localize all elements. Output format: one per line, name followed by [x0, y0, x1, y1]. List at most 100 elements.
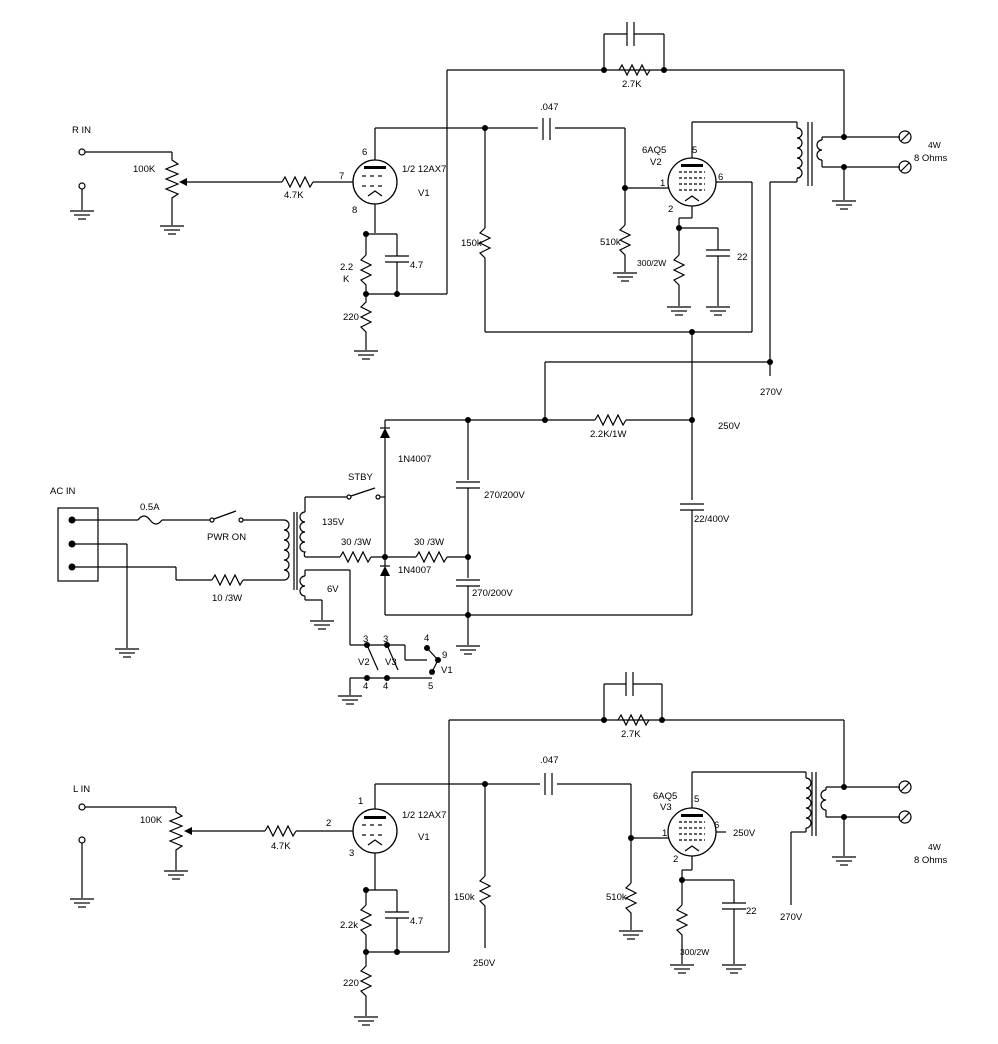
- l-pa-pin2-label: 2: [673, 854, 678, 865]
- ps-res-label: 2.2K/1W: [590, 429, 626, 440]
- h-p4c-label: 4: [383, 681, 388, 692]
- r-v1-triode: [352, 159, 398, 205]
- l-input-jack-gnd: [78, 836, 86, 844]
- ps-cap-big-label: 22/400V: [694, 514, 730, 525]
- ps-res-30b: [415, 550, 448, 564]
- l-cathode-cap-label: 4.7: [410, 916, 423, 927]
- v250-bottom-label: 250V: [473, 958, 496, 969]
- l-speaker-terminal-pos: [898, 780, 912, 794]
- h-p9-label: 9: [442, 650, 447, 661]
- r-input-jack-gnd: [78, 182, 86, 190]
- v270-top-label: 270V: [760, 387, 783, 398]
- r-speaker-terminal-pos: [898, 130, 912, 144]
- v270-bottom-label: 270V: [780, 912, 803, 923]
- l-v3-ref-label: V3: [660, 802, 672, 813]
- h-p4a-label: 4: [424, 633, 429, 644]
- l-pa-pin1-label: 1: [662, 828, 667, 839]
- l-pa-screen-label: 250V: [733, 828, 756, 839]
- ground-symbol: [456, 645, 480, 655]
- sec-6-label: 6V: [327, 584, 339, 595]
- l-cathode-res-label: 2.2k: [340, 920, 358, 931]
- r-v1-ref-label: V1: [418, 188, 430, 199]
- ground-symbol: [832, 200, 856, 210]
- r-grid-resistor: [281, 175, 314, 189]
- r-pa-cath-cap-label: 22: [737, 252, 748, 263]
- h-v2-label: V2: [358, 657, 370, 668]
- r-fb-top-res-label: 2.7K: [622, 79, 642, 90]
- ground-symbol: [164, 870, 188, 880]
- l-pin1-label: 1: [358, 796, 363, 807]
- r-out-imp-label: 8 Ohms: [914, 153, 948, 164]
- l-v3-pentode: [667, 807, 717, 857]
- l-coupling-cap-label: .047: [540, 755, 559, 766]
- r-fb-top-resistor: [618, 63, 651, 77]
- r-in-label: R IN: [72, 125, 91, 136]
- r-cathode-res-a-label: 2.2: [340, 262, 353, 273]
- ground-symbol: [832, 856, 856, 866]
- l-out-power-label: 4W: [928, 842, 941, 852]
- ac-in-label: AC IN: [50, 486, 75, 497]
- ground-symbol: [619, 930, 643, 940]
- ground-symbol: [160, 225, 184, 235]
- sec-135-label: 135V: [322, 517, 345, 528]
- ground-symbol: [338, 695, 362, 705]
- ps-res-10: [211, 573, 244, 587]
- fuse: [137, 515, 163, 525]
- l-v1-ref-label: V1: [418, 832, 430, 843]
- r-grid-leak-label: 510k: [600, 237, 621, 248]
- r-cathode-cap-label: 4.7: [410, 260, 423, 271]
- l-pa-pin6-label: 6: [714, 820, 719, 831]
- l-input-jack-hot: [78, 803, 86, 811]
- l-feedback-resistor: [359, 952, 373, 1016]
- r-pin6-label: 6: [362, 147, 367, 158]
- r-feedback-resistor: [359, 294, 373, 350]
- l-v1-name-label: 1/2 12AX7: [402, 810, 446, 821]
- ground-symbol: [667, 306, 691, 316]
- l-cathode-resistor: [359, 904, 373, 952]
- l-grid-resistor-label: 4.7K: [271, 841, 291, 852]
- right-channel: R IN 100K 4.7K 7 6 8 1/2 12AX7 V1 .047: [70, 22, 948, 362]
- pwr-on-label: PWR ON: [207, 532, 246, 543]
- l-v1-triode: [352, 808, 398, 854]
- ground-symbol: [706, 306, 730, 316]
- r-output-transformer: [770, 122, 900, 186]
- cap-270a-label: 270/200V: [484, 490, 525, 501]
- r-grid-resistor-label: 4.7K: [284, 190, 304, 201]
- ps-res-30a: [339, 550, 372, 564]
- power-switch: [213, 510, 237, 520]
- power-supply: 22/400V 270V 2.2K/1W 250V 270/200V 270/2…: [50, 329, 783, 705]
- ground-symbol: [613, 272, 637, 282]
- r-plate-resistor: [478, 227, 492, 332]
- r-v1-name-label: 1/2 12AX7: [402, 164, 446, 175]
- diode-bottom-label: 1N4007: [398, 565, 431, 576]
- h-p3b-label: 3: [383, 634, 388, 645]
- r-v2-name-label: 6AQ5: [642, 145, 666, 156]
- l-fb-res-label: 220: [343, 978, 359, 989]
- r-volume-pot: [164, 152, 180, 225]
- l-pa-cathode-resistor: [675, 904, 689, 964]
- l-volume-label: 100K: [140, 815, 163, 826]
- l-out-imp-label: 8 Ohms: [914, 855, 948, 866]
- r-pa-cathode-resistor: [672, 254, 686, 306]
- diode-top-label: 1N4007: [398, 454, 431, 465]
- ground-symbol: [310, 620, 334, 630]
- stby-switch: [350, 487, 376, 497]
- left-channel: L IN 100K 4.7K 2 1 3 1/2 12AX7 V1 .047: [70, 672, 948, 1026]
- h-p3a-label: 3: [363, 634, 368, 645]
- r-fb-res-label: 220: [343, 312, 359, 323]
- l-pa-cath-res-label: 300/2W: [680, 947, 709, 957]
- ground-symbol: [722, 964, 746, 974]
- r-pa-pin1-label: 1: [660, 178, 665, 189]
- l-fb-top-resistor: [617, 713, 650, 727]
- l-volume-pot: [168, 807, 184, 870]
- l-pin2-label: 2: [326, 818, 331, 829]
- l-plate-resistor: [478, 875, 492, 948]
- r-out-power-label: 4W: [928, 140, 941, 150]
- h-p4b-label: 4: [363, 681, 368, 692]
- ground-symbol: [115, 648, 139, 658]
- l-in-label: L IN: [73, 784, 90, 795]
- r-grid-leak: [618, 224, 632, 272]
- res-30b-label: 30 /3W: [414, 537, 444, 548]
- r-pin8-label: 8: [352, 205, 357, 216]
